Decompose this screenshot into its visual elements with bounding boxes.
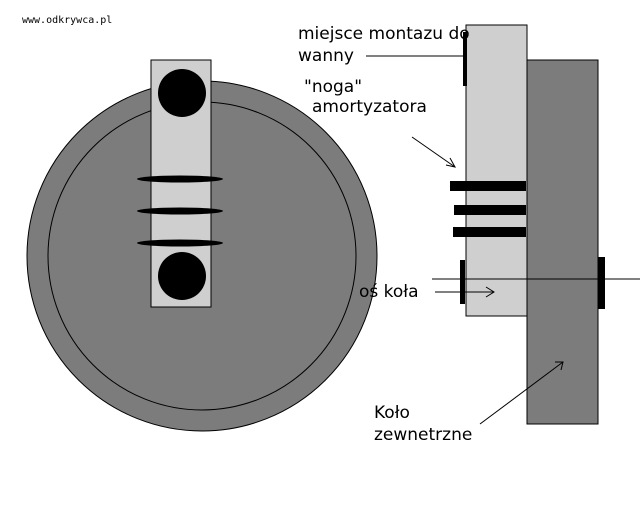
lower-mount-hole (158, 252, 206, 300)
axle-inner-washer (460, 260, 465, 304)
axle-outer-nut (598, 257, 605, 309)
outer-wheel-side (526, 59, 599, 425)
shock-absorber-leg-side (465, 24, 528, 317)
axle-label: oś koła (359, 282, 419, 302)
side-spring-bar-2 (454, 205, 526, 215)
leg-label-line1: "noga" (304, 77, 362, 97)
labels: miejsce montazu do wanny "noga" amortyza… (298, 24, 472, 445)
wheel-label-line1: Koło (374, 403, 410, 423)
axle-leader-arrowhead (485, 286, 495, 298)
leg-label-line2: amortyzatora (312, 97, 427, 117)
watermark: www.odkrywca.pl (22, 15, 112, 26)
spring-coil-1 (137, 175, 223, 183)
side-view (432, 24, 640, 425)
spring-coil-3 (137, 239, 223, 247)
mount-label-line1: miejsce montazu do (298, 24, 470, 44)
leg-leader-arrowhead (445, 157, 456, 168)
wheel-label-line2: zewnetrzne (374, 425, 472, 445)
leg-leader-arrow (411, 136, 456, 168)
spring-coil-2 (137, 207, 223, 215)
wheel-leader-arrow (479, 361, 564, 425)
side-spring-bar-1 (450, 181, 526, 191)
side-spring-bar-3 (453, 227, 526, 237)
mount-label-line2: wanny (298, 46, 354, 66)
upper-mount-hole (158, 69, 206, 117)
wheel-leader-arrowhead (555, 361, 564, 371)
front-view (26, 59, 378, 432)
leader-lines (366, 55, 564, 425)
tub-mount-plate (463, 32, 467, 86)
